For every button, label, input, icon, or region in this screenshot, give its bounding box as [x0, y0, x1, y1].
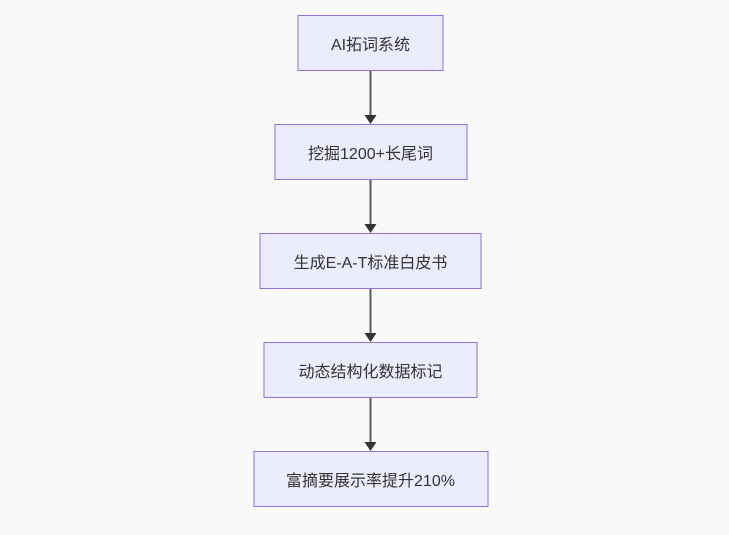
flowchart-node-dynamic-structured-data-markup: 动态结构化数据标记 [263, 342, 478, 398]
arrow-down-icon [364, 224, 377, 233]
flowchart-edge-1 [364, 71, 377, 124]
edge-line [369, 289, 372, 333]
flowchart-edge-3 [364, 289, 377, 342]
arrow-down-icon [364, 442, 377, 451]
edge-line [369, 398, 372, 442]
flowchart-node-ai-word-expansion-system: AI拓词系统 [297, 15, 444, 71]
arrow-down-icon [364, 333, 377, 342]
edge-line [369, 180, 372, 224]
arrow-down-icon [364, 115, 377, 124]
flowchart-node-rich-snippet-rate-increase: 富摘要展示率提升210% [253, 451, 488, 507]
flowchart-node-generate-eat-whitepaper: 生成E-A-T标准白皮书 [259, 233, 482, 289]
flowchart-node-mine-longtail-keywords: 挖掘1200+长尾词 [274, 124, 467, 180]
flowchart: AI拓词系统 挖掘1200+长尾词 生成E-A-T标准白皮书 动态结构化数据标记… [253, 15, 488, 507]
flowchart-edge-4 [364, 398, 377, 451]
flowchart-edge-2 [364, 180, 377, 233]
edge-line [369, 71, 372, 115]
